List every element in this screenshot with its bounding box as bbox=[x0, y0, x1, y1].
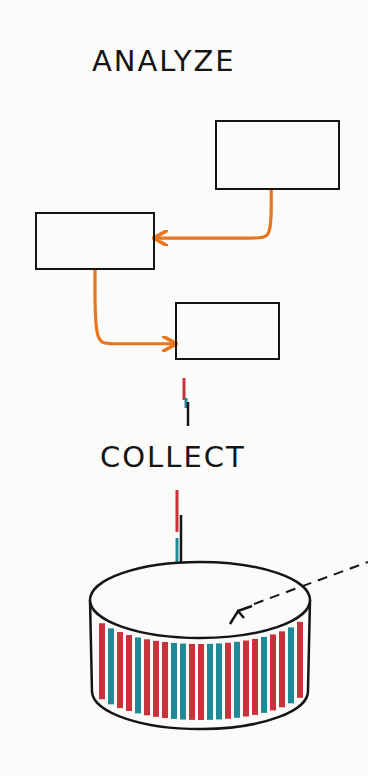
data-stream bbox=[184, 378, 188, 426]
disk-stripe bbox=[261, 637, 267, 713]
stream-red bbox=[176, 490, 179, 532]
disk-stripe bbox=[153, 641, 159, 717]
disk-stripe bbox=[171, 643, 177, 719]
disk-stripe bbox=[117, 632, 123, 708]
disk-stripe bbox=[279, 631, 285, 707]
disk-stripe bbox=[198, 644, 204, 720]
section-heading: ANALYZE bbox=[92, 44, 236, 78]
process-box bbox=[215, 120, 340, 190]
section-heading: COLLECT bbox=[100, 440, 246, 474]
disk-stripe bbox=[99, 623, 105, 699]
stream-teal bbox=[176, 538, 179, 562]
stream-red bbox=[183, 378, 186, 400]
disk-stripe bbox=[108, 628, 114, 704]
storage-disk bbox=[90, 562, 368, 729]
disk-stripe bbox=[297, 622, 303, 698]
process-box bbox=[175, 302, 280, 360]
stream-line bbox=[187, 402, 190, 426]
disk-stripe bbox=[288, 627, 294, 703]
disk-stripe bbox=[180, 644, 186, 720]
disk-stripe bbox=[126, 635, 132, 711]
disk-stripe bbox=[207, 644, 213, 720]
disk-stripe bbox=[162, 642, 168, 718]
disk-mark bbox=[230, 606, 252, 624]
disk-top bbox=[90, 562, 310, 638]
disk-stripe bbox=[216, 643, 222, 719]
disk-stripe bbox=[243, 641, 249, 717]
process-box bbox=[35, 212, 155, 270]
disk-stripe bbox=[189, 644, 195, 720]
disk-stripe bbox=[135, 637, 141, 713]
flow-arrow bbox=[155, 190, 271, 238]
disk-stripe bbox=[144, 639, 150, 715]
flow-arrow bbox=[95, 270, 175, 344]
disk-stripe bbox=[252, 639, 258, 715]
disk-stripe bbox=[225, 643, 231, 719]
disk-stripe bbox=[270, 634, 276, 710]
leader-line bbox=[254, 562, 368, 604]
disk-stripe bbox=[234, 642, 240, 718]
